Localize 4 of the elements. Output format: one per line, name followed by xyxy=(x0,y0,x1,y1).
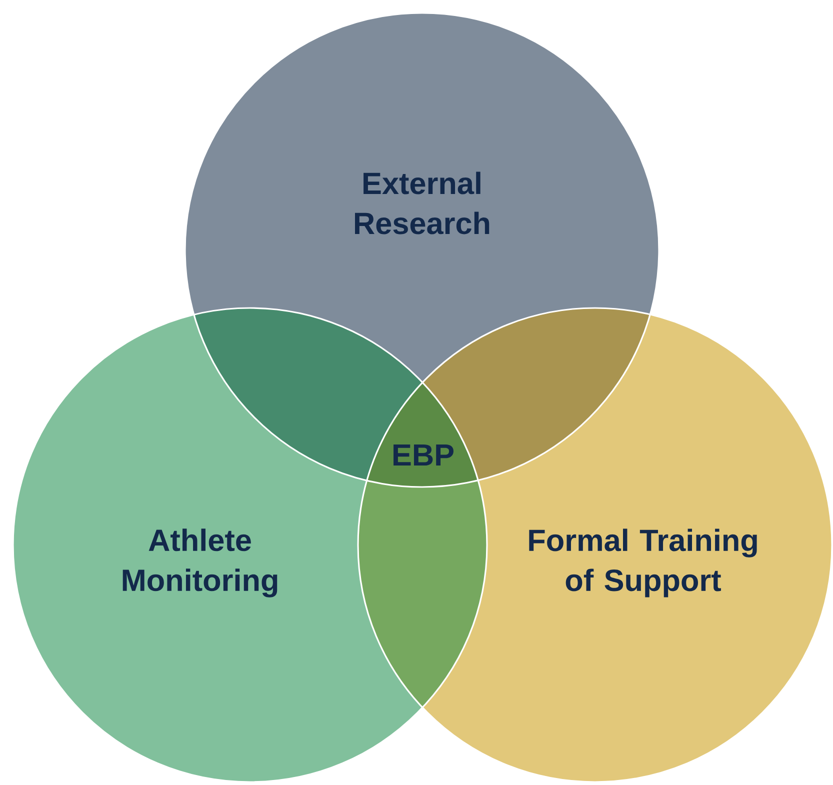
circle-label: External Research xyxy=(355,172,490,234)
circle-label: Formal Training of Support xyxy=(529,528,757,598)
region-label: EBP xyxy=(394,444,454,466)
circle-label: Athlete Monitoring xyxy=(122,528,278,598)
